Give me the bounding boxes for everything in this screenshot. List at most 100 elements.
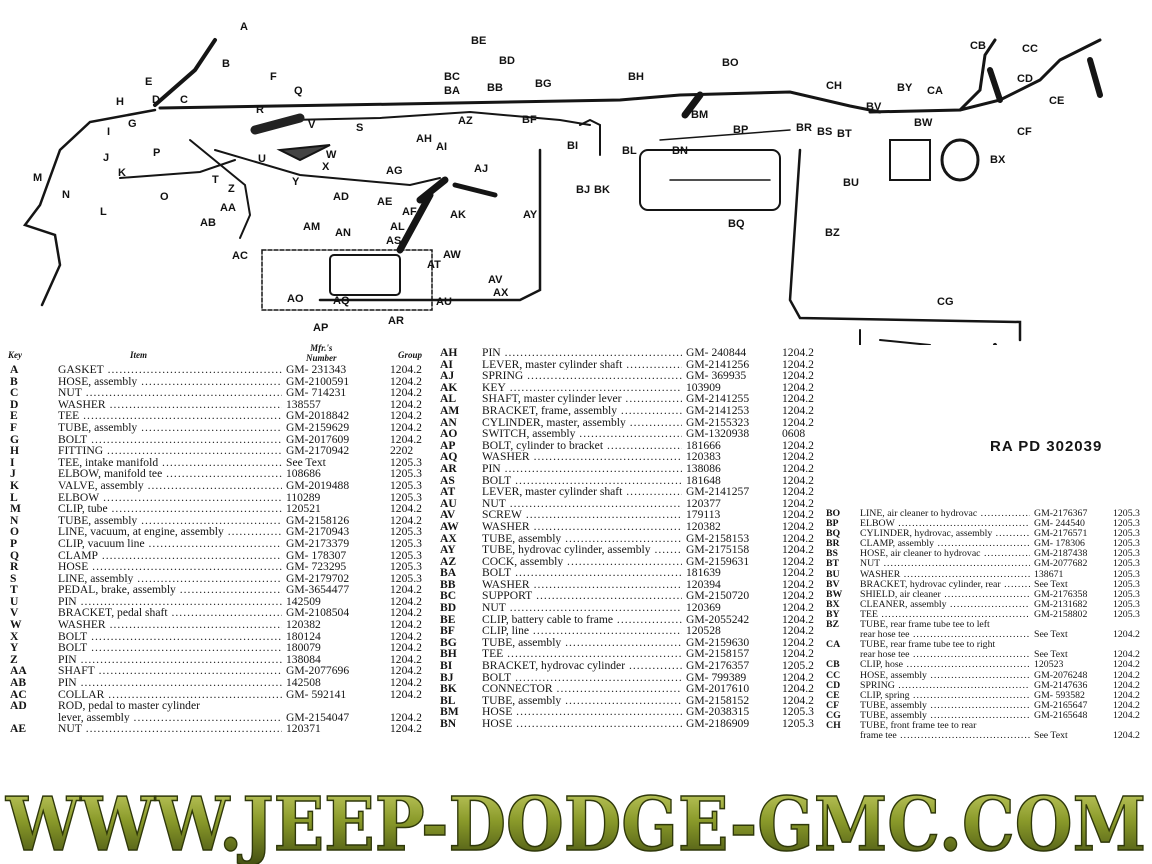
part-group: 1204.2: [390, 386, 422, 400]
part-number: See Text: [1034, 629, 1068, 641]
callout-f: F: [270, 71, 277, 83]
callout-bx: BX: [990, 154, 1006, 166]
callout-ap: AP: [313, 322, 328, 334]
part-group: 1205.3: [1113, 558, 1140, 570]
part-item: TUBE, assembly: [860, 701, 1030, 711]
part-number: 142509: [286, 594, 321, 608]
part-item: CLAMP, assembly: [860, 539, 1030, 549]
part-key: B: [10, 374, 18, 388]
part-key: X: [10, 629, 19, 643]
callout-au: AU: [436, 296, 452, 308]
part-group: 1204.2: [390, 502, 422, 516]
part-key: BN: [440, 717, 457, 730]
part-number: GM- 178307: [286, 548, 347, 562]
callout-aj: AJ: [474, 163, 488, 175]
part-number: GM-2038315: [686, 705, 750, 719]
part-group: 1204.2: [782, 566, 814, 580]
part-number: 138557: [286, 397, 321, 411]
part-group: 1204.2: [782, 485, 814, 499]
callout-ca: CA: [927, 85, 943, 97]
callout-bp: BP: [733, 124, 748, 136]
part-group: 1205.3: [1113, 538, 1140, 550]
part-key: E: [10, 409, 18, 423]
callout-an: AN: [335, 227, 351, 239]
part-number: GM-2141257: [686, 485, 750, 499]
part-item: HOSE, air cleaner to hydrovac: [860, 549, 1030, 559]
callout-aw: AW: [443, 249, 461, 261]
callout-a: A: [240, 21, 248, 33]
callout-bg: BG: [535, 78, 552, 90]
part-number: GM-2155323: [686, 415, 750, 429]
part-group: 1204.2: [390, 606, 422, 620]
part-group: 1205.3: [1113, 608, 1140, 621]
callout-bj: BJ: [576, 184, 590, 196]
part-key: AI: [440, 357, 453, 371]
callout-ae: AE: [377, 196, 392, 208]
part-item: CLEANER, assembly: [860, 600, 1030, 610]
parts-row: BUWASHER1386711205.3: [826, 569, 1148, 580]
part-group: 1204.2: [1113, 709, 1140, 721]
part-item: CLAMP: [58, 550, 282, 562]
part-item: CLIP, hose: [860, 660, 1030, 670]
callout-cf: CF: [1017, 126, 1032, 138]
part-number: GM-2108504: [286, 606, 350, 620]
part-number: 120528: [686, 624, 721, 638]
part-group: 1204.2: [1113, 679, 1140, 691]
part-key: BE: [440, 612, 456, 626]
part-number: 179113: [686, 508, 721, 522]
part-item: WASHER: [482, 521, 682, 533]
part-group: 1205.3: [390, 490, 422, 504]
part-group: 1204.2: [1113, 659, 1140, 671]
part-key: Y: [10, 641, 19, 655]
part-item: SPRING: [860, 681, 1030, 691]
part-key: N: [10, 513, 19, 527]
part-number: GM-2176367: [1034, 508, 1088, 520]
part-group: 1205.3: [390, 560, 422, 574]
part-group: 1204.2: [782, 589, 814, 603]
callout-cd: CD: [1017, 73, 1033, 85]
part-number: 120369: [686, 601, 721, 615]
part-group: 1204.2: [390, 594, 422, 608]
part-group: 0608: [782, 427, 806, 441]
part-group: 1204.2: [390, 374, 422, 388]
part-number: 120377: [686, 496, 721, 510]
parts-row: LELBOW1102891205.3: [10, 490, 430, 504]
callout-bi: BI: [567, 140, 578, 152]
part-group: 1204.2: [782, 369, 814, 383]
parts-row: XBOLT1801241204.2: [10, 631, 430, 643]
part-key: AR: [440, 461, 457, 475]
part-group: 1204.2: [390, 676, 422, 690]
part-item: TUBE, rear frame tube tee to left: [860, 619, 990, 631]
part-item: TUBE, assembly: [482, 695, 682, 707]
parts-row: BABOLT1816391204.2: [440, 567, 818, 579]
parts-row: AWWASHER1203821204.2: [440, 521, 818, 533]
part-item: CYLINDER, hydrovac, assembly: [860, 529, 1030, 539]
part-item: BOLT: [482, 672, 682, 684]
part-key: BY: [826, 608, 840, 620]
part-number: GM-2141253: [686, 403, 750, 417]
part-key: W: [10, 618, 22, 632]
part-item: TEE: [58, 410, 282, 422]
part-number: GM- 593582: [1034, 689, 1085, 701]
